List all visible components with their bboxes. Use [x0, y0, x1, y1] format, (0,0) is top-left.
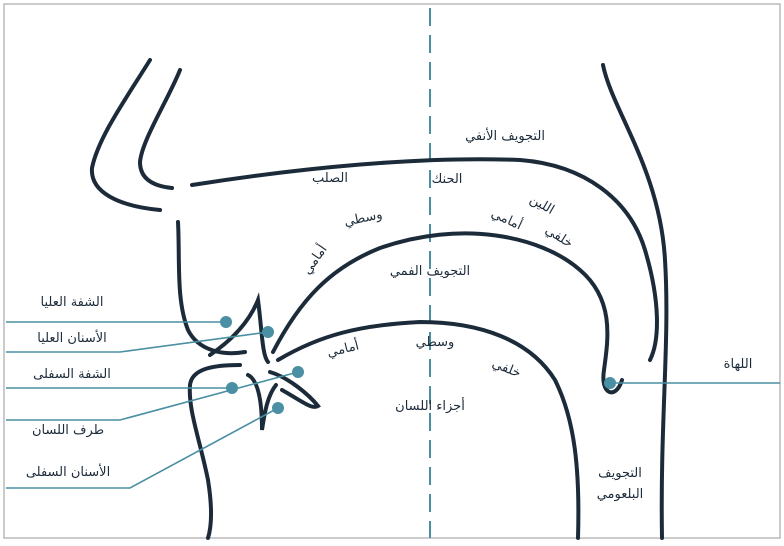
label-palate: الحنك	[432, 172, 463, 187]
tongue-surface-outline	[278, 322, 578, 538]
label-palate-posterior: خلفي	[542, 223, 575, 251]
lower-lip-dot	[226, 382, 238, 394]
label-tongue-tip: طرف اللسان	[32, 423, 104, 438]
label-tongue-anterior: أمامي	[325, 336, 360, 360]
label-pharyngeal-line2: البلعومي	[597, 487, 644, 502]
label-tongue-parts: أجزاء اللسان	[395, 397, 465, 414]
label-pharyngeal-line1: التجويف	[598, 466, 642, 481]
label-nasal-cavity: التجويف الأنفي	[465, 127, 545, 144]
upper-teeth-dot	[262, 326, 274, 338]
upper-lip-dot	[220, 316, 232, 328]
label-uvula: اللهاة	[724, 357, 753, 372]
nose-inner-outline	[140, 70, 180, 188]
label-upper-teeth: الأسنان العليا	[37, 329, 107, 346]
label-tongue-middle: وسطي	[416, 335, 455, 350]
label-palate-middle: وسطي	[343, 207, 384, 230]
uvula-dot	[604, 377, 616, 389]
label-soft-palate: اللين	[527, 192, 557, 218]
label-oral-anterior: أمامي	[298, 241, 330, 277]
label-hard-palate: الصلب	[312, 171, 348, 186]
label-lower-lip: الشفة السفلى	[33, 367, 111, 382]
label-palate-anterior: أمامي	[489, 204, 525, 233]
label-upper-lip: الشفة العليا	[41, 295, 104, 310]
label-lower-teeth: الأسنان السفلى	[26, 463, 110, 480]
label-tongue-posterior: خلفي	[490, 356, 523, 381]
tongue-tip-dot	[292, 366, 304, 378]
label-oral-cavity: التجويف الفمي	[390, 264, 470, 279]
lower-teeth-dot	[272, 402, 284, 414]
